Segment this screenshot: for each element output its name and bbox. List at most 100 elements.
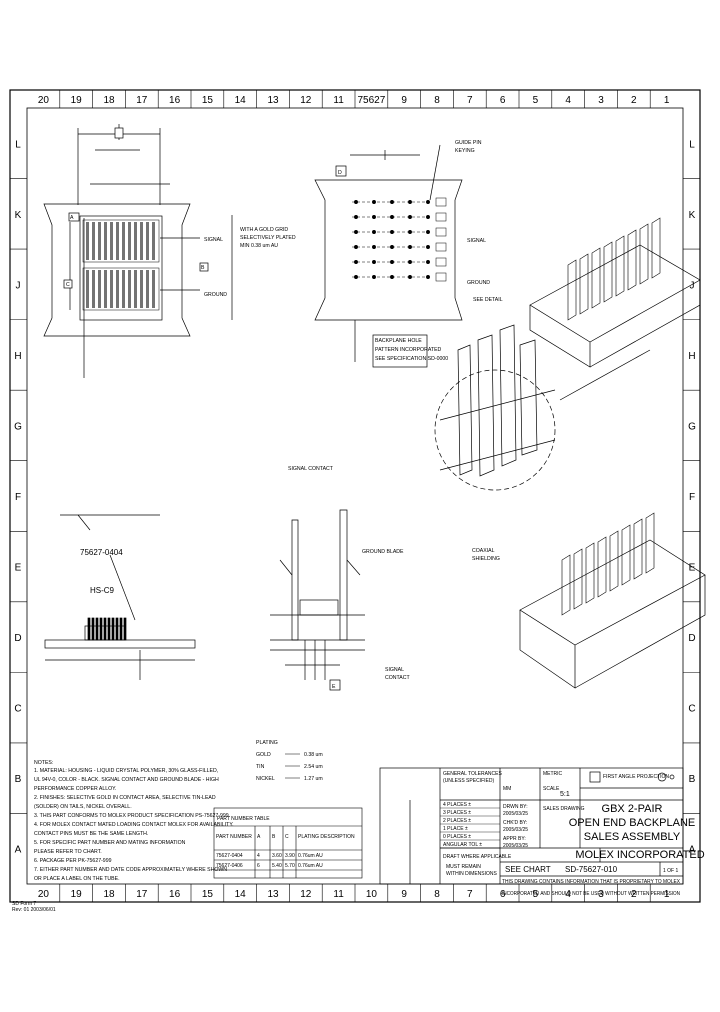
pattern-hole: [372, 200, 376, 204]
pattern-hole: [390, 215, 394, 219]
form-code-1: SD Form 7: [12, 901, 36, 907]
column-label-top: 8: [434, 95, 440, 106]
lower-callout-1: SIGNAL: [385, 667, 404, 673]
side-signal-label: SIGNAL CONTACT: [288, 466, 334, 472]
sheet-no: 1 OF 1: [663, 868, 679, 874]
note-line: 2. FINISHES: SELECTIVE GOLD IN CONTACT A…: [34, 795, 216, 801]
contact-wafer: [633, 518, 643, 580]
pattern-key: [435, 242, 447, 252]
checked-label: CHK'D BY:: [503, 820, 527, 826]
column-label-bottom: 11: [333, 889, 344, 900]
column-label-bottom: 3: [598, 889, 604, 900]
column-label-top: 20: [38, 95, 50, 106]
pattern-hole: [390, 245, 394, 249]
contact-pin: [110, 222, 113, 260]
draft-note: DRAFT WHERE APPLICABLE: [443, 854, 512, 860]
part-table-header: C: [285, 834, 289, 840]
column-label-top: 5: [533, 95, 539, 106]
front-pin: [119, 617, 123, 641]
pattern-hole: [408, 275, 412, 279]
title-line-3: SALES ASSEMBLY: [584, 831, 681, 843]
first-angle: FIRST ANGLE PROJECTION: [603, 774, 669, 780]
guide-label-1: GUIDE PIN: [455, 140, 482, 146]
part-table-header: PART NUMBER: [216, 834, 252, 840]
contact-wafer: [573, 548, 583, 610]
marker-d: D: [338, 170, 342, 176]
plating-row-label: GOLD: [256, 752, 271, 758]
part-table-header: A: [257, 834, 261, 840]
contact-pin: [134, 222, 137, 260]
part-table-cell: 5.70: [285, 863, 295, 869]
contact-pin: [92, 270, 95, 308]
right-callout-2: SELECTIVELY PLATED: [240, 235, 296, 241]
part-table-cell: 6: [257, 863, 260, 869]
front-pin: [115, 617, 119, 641]
proprietary-2: INCORPORATED AND SHOULD NOT BE USED WITH…: [502, 891, 680, 897]
part-table-cell: 4: [257, 853, 260, 859]
contact-pin: [116, 270, 119, 308]
pattern-hole: [354, 260, 358, 264]
note-line: 6. PACKAGE PER PK-75627-999: [34, 858, 112, 864]
scale-label: SCALE: [543, 786, 560, 792]
part-table-cell: 0.76um AU: [298, 853, 323, 859]
general-tol-2: (UNLESS SPECIFIED): [443, 778, 494, 784]
guide-label-3: SIGNAL: [467, 238, 486, 244]
general-tol-1: GENERAL TOLERANCES: [443, 771, 502, 777]
pattern-hole: [408, 200, 412, 204]
column-label-bottom: 14: [235, 889, 247, 900]
marker-c: C: [66, 282, 70, 288]
tol-row: 0 PLACES ±: [443, 834, 471, 840]
plating-row-value: 0.38 um: [304, 752, 323, 758]
tol-row: 4 PLACES ±: [443, 802, 471, 808]
scale-value: 5:1: [560, 791, 570, 798]
part-table-cell: 0.76um AU: [298, 863, 323, 869]
contact-wafer: [627, 229, 637, 291]
drawn-label: DRWN BY:: [503, 804, 528, 810]
column-label-top: 9: [401, 95, 407, 106]
pattern-hole: [408, 215, 412, 219]
row-label-right: H: [688, 351, 695, 362]
contact-pin: [122, 270, 125, 308]
column-label-top: 6: [500, 95, 506, 106]
column-label-bottom: 20: [38, 889, 50, 900]
pattern-hole: [426, 275, 430, 279]
pattern-key: [435, 227, 447, 237]
note-line: (SOLDER) ON TAILS, NICKEL OVERALL.: [34, 804, 132, 810]
front-pin: [111, 617, 115, 641]
tol-row: ANGULAR TOL ±: [443, 842, 482, 848]
pattern-hole: [426, 260, 430, 264]
pattern-hole: [426, 230, 430, 234]
contact-pin: [146, 222, 149, 260]
front-pin: [107, 617, 111, 641]
row-label-right: F: [689, 492, 695, 503]
column-label-bottom: 6: [500, 889, 506, 900]
notes-heading: NOTES:: [34, 760, 53, 766]
guide-label-2: KEYING: [455, 148, 475, 154]
column-label-top: 4: [565, 95, 571, 106]
column-label-bottom: 15: [202, 889, 214, 900]
marker-b: B: [201, 265, 205, 271]
tol-row: 3 PLACES ±: [443, 810, 471, 816]
column-label-bottom: 4: [565, 889, 571, 900]
title-block: [379, 767, 684, 885]
row-label-right: B: [689, 774, 696, 785]
pattern-hole: [426, 215, 430, 219]
row-label-right: A: [689, 845, 696, 856]
notes-block: NOTES: 1. MATERIAL: HOUSING - LIQUID CRY…: [34, 760, 234, 882]
row-label-left: J: [16, 280, 21, 291]
pattern-hole: [390, 275, 394, 279]
part-table-cell: 5.40: [272, 863, 282, 869]
pattern-key: [435, 272, 447, 282]
contact-pin: [134, 270, 137, 308]
column-label-top: 16: [169, 95, 181, 106]
row-label-left: A: [15, 845, 22, 856]
doc-no: SD-75627-010: [565, 865, 618, 874]
contact-wafer: [639, 223, 649, 285]
tol-row: 2 PLACES ±: [443, 818, 471, 824]
front-pin-label: 75627-0404: [80, 548, 123, 557]
note-line: 4. FOR MOLEX CONTACT MATED LOADING CONTA…: [34, 822, 234, 828]
side-view: [270, 509, 365, 691]
